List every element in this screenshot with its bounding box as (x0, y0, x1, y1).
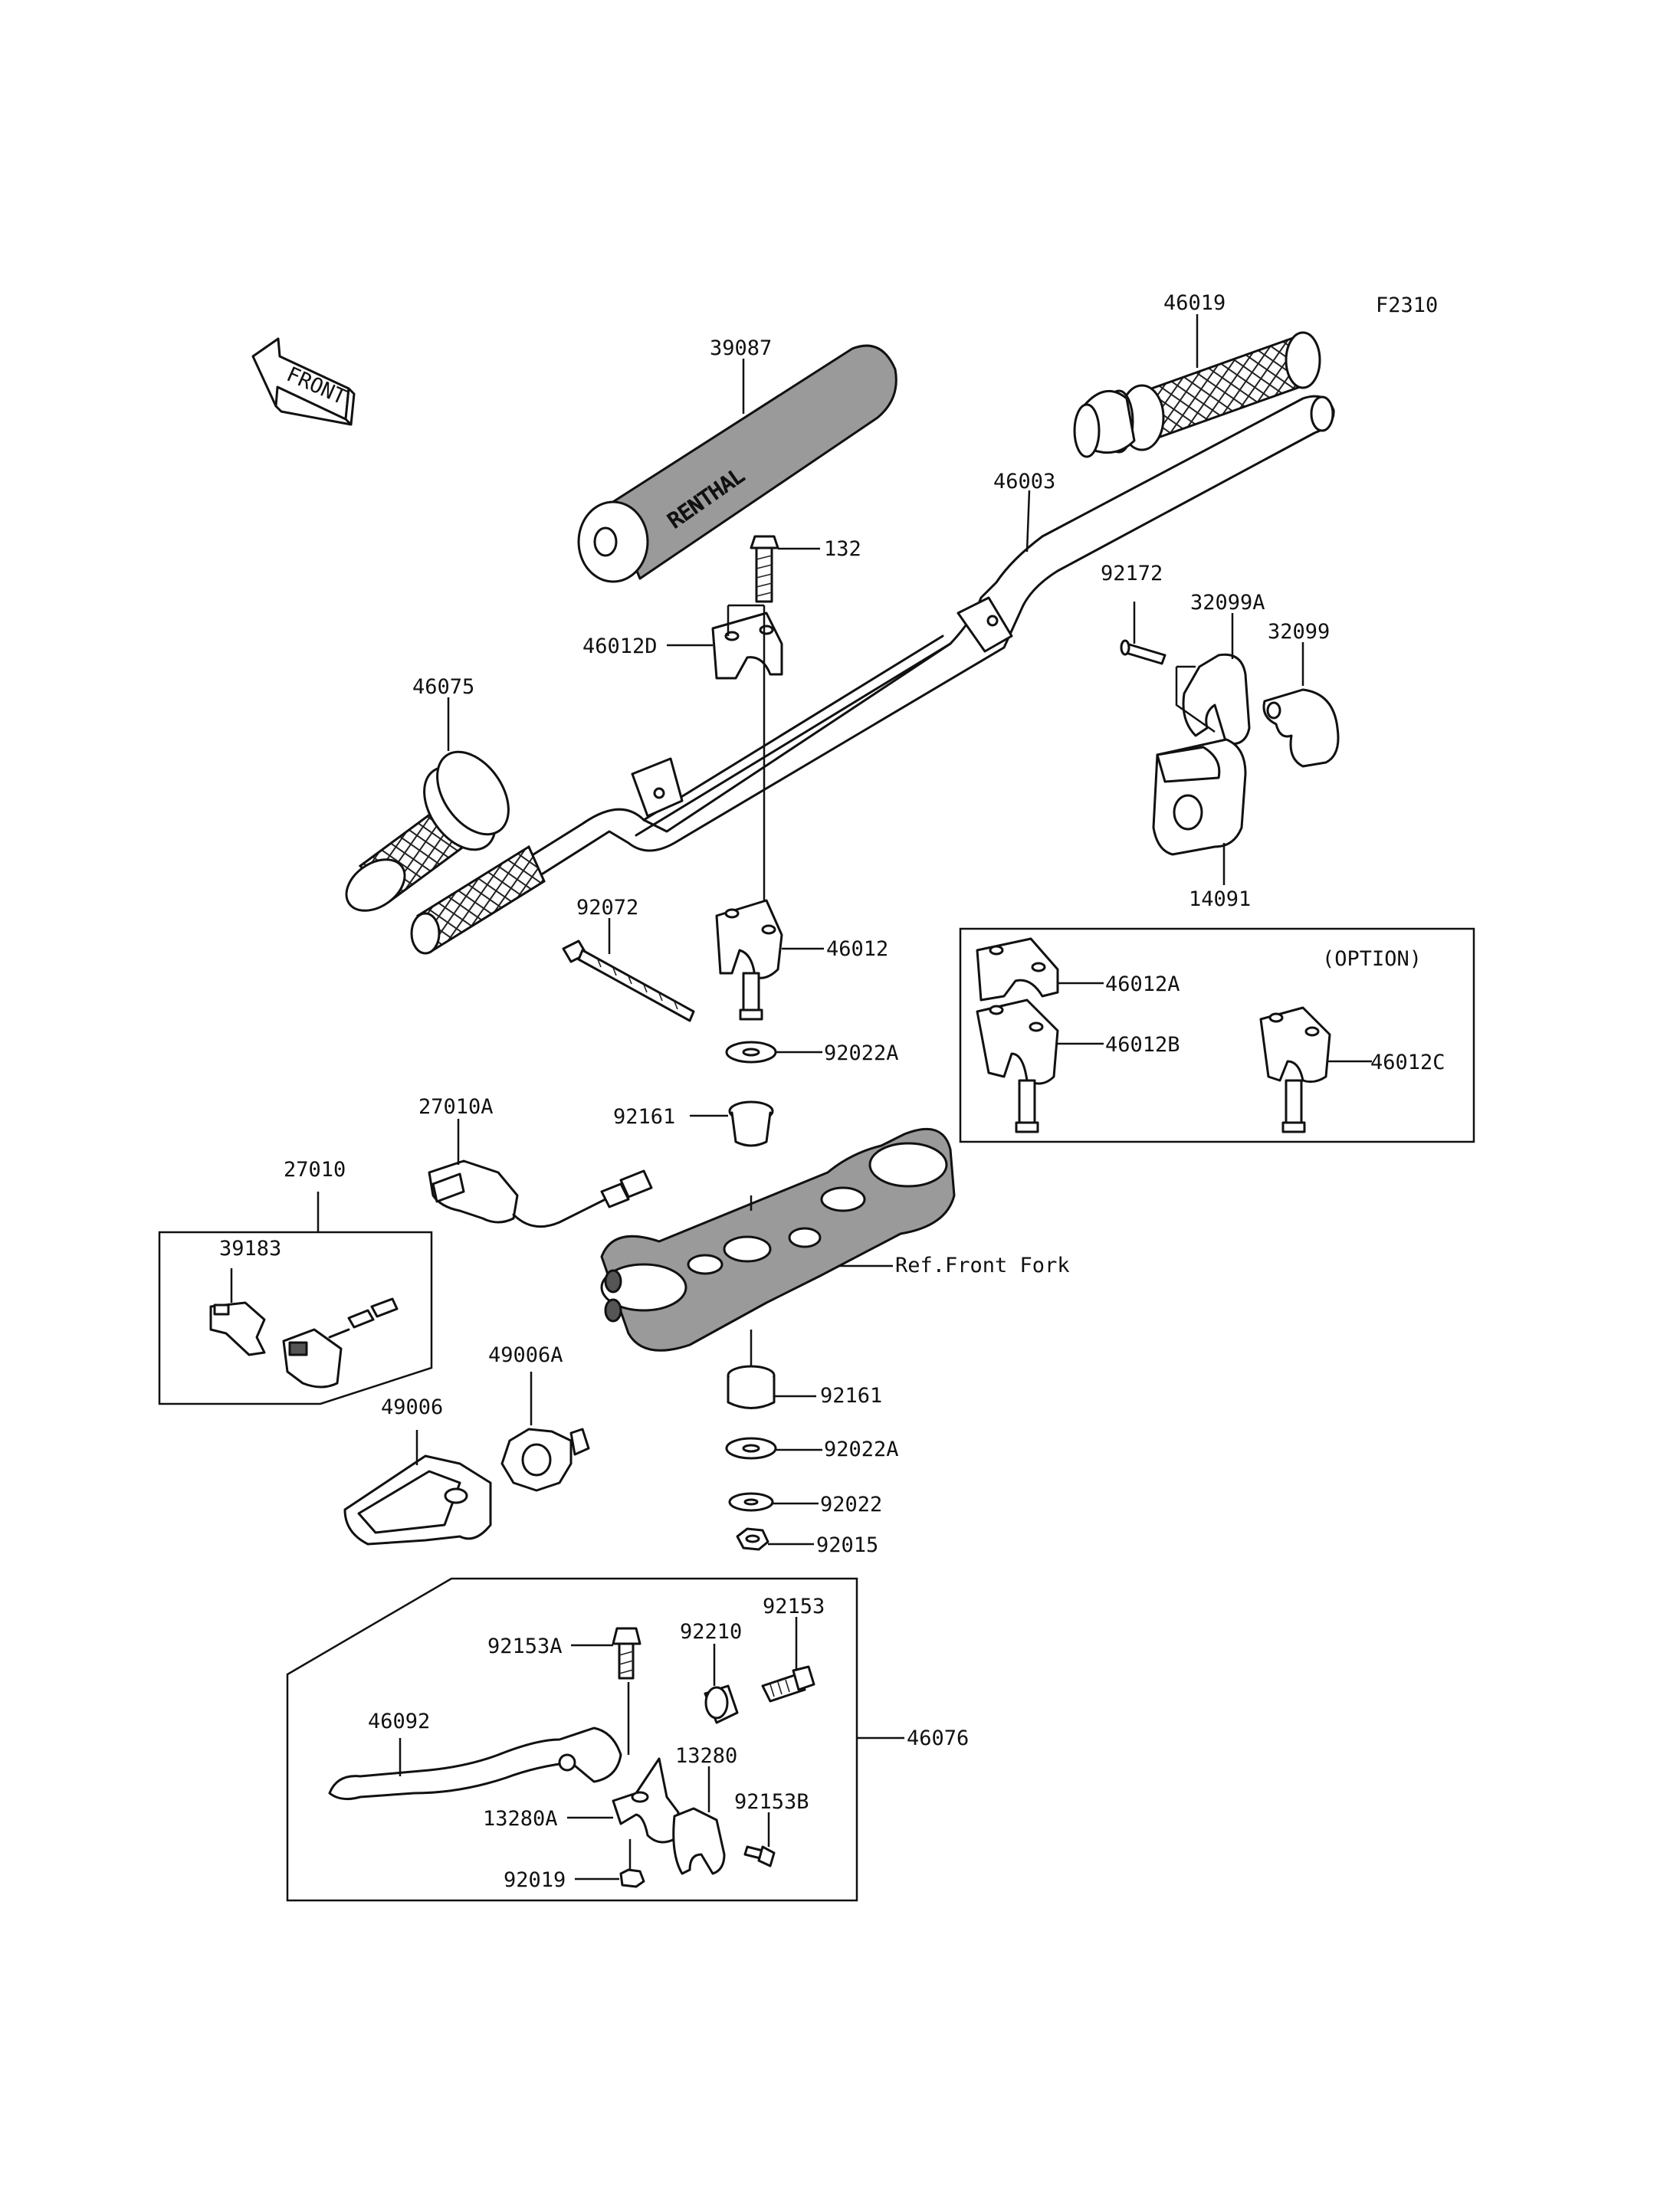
left-grip-46075 (345, 750, 510, 912)
kit-box-46076 (286, 1577, 858, 1902)
label-46076: 46076 (907, 1726, 969, 1750)
kit-box-27010 (158, 1231, 433, 1405)
label-92019: 92019 (504, 1868, 566, 1892)
handlebar-holder-46012 (715, 899, 783, 1021)
label-27010: 27010 (284, 1158, 346, 1182)
label-13280: 13280 (675, 1744, 737, 1768)
label-92022a-top: 92022A (824, 1041, 899, 1065)
option-holder-46012a (976, 937, 1059, 1002)
label-13280a: 13280A (483, 1807, 558, 1831)
label-92161-bottom: 92161 (820, 1384, 882, 1408)
label-27010a: 27010A (418, 1095, 494, 1119)
label-46012c: 46012C (1370, 1051, 1445, 1074)
label-46003: 46003 (993, 470, 1055, 494)
switch-cover-14091 (1152, 738, 1247, 856)
holder-49006 (343, 1454, 492, 1546)
label-49006: 49006 (381, 1395, 443, 1419)
rubber-92161-top (728, 1100, 774, 1147)
washer-92022a-bottom (725, 1437, 777, 1460)
label-92015: 92015 (816, 1533, 878, 1557)
ref-front-fork-label: Ref.Front Fork (895, 1254, 1070, 1277)
cable-tie-92072 (562, 939, 695, 1022)
bushing-92210 (704, 1684, 739, 1724)
label-92153: 92153 (763, 1595, 825, 1618)
triple-clamp (600, 1127, 956, 1352)
label-92161-top: 92161 (613, 1105, 675, 1129)
label-46012a: 46012A (1105, 972, 1180, 996)
washer-92022a-top (725, 1041, 777, 1064)
label-46075: 46075 (412, 675, 474, 699)
throttle-grip (1073, 331, 1321, 458)
switch-27010a (428, 1159, 653, 1228)
label-32099a: 32099A (1190, 591, 1265, 615)
label-46012d: 46012D (582, 635, 658, 658)
label-92022: 92022 (820, 1493, 882, 1517)
label-39087: 39087 (710, 336, 772, 360)
clip-39183 (209, 1301, 266, 1356)
label-132: 132 (824, 537, 861, 561)
perch-13280a (612, 1757, 680, 1844)
label-46019: 46019 (1163, 291, 1226, 315)
option-box (959, 927, 1475, 1143)
bolt-92153a (612, 1627, 641, 1680)
screw-92172 (1120, 639, 1166, 665)
nut-92015 (736, 1527, 769, 1551)
bolt-92153b (743, 1845, 776, 1867)
rubber-92161-bottom (727, 1365, 776, 1409)
adjuster-49006a (500, 1428, 590, 1492)
label-14091: 14091 (1189, 887, 1251, 911)
clamp-13280 (672, 1807, 726, 1875)
front-arrow-icon: FRONT (251, 337, 356, 426)
handlebar (410, 395, 1335, 955)
bolt-132 (750, 535, 779, 603)
label-92153b: 92153B (734, 1790, 809, 1814)
lever-46092 (328, 1726, 622, 1801)
label-46012: 46012 (826, 937, 888, 961)
label-46092: 46092 (368, 1710, 430, 1733)
label-92210: 92210 (680, 1620, 742, 1644)
option-holder-46012c (1259, 1006, 1331, 1133)
label-92022a-bottom: 92022A (824, 1438, 899, 1461)
label-92172: 92172 (1101, 562, 1163, 585)
kit-switch (282, 1297, 399, 1389)
label-39183: 39183 (219, 1237, 281, 1261)
washer-92022 (728, 1492, 774, 1512)
clamp-32099a (1182, 653, 1251, 746)
clamp-32099 (1262, 688, 1340, 768)
option-holder-46012b (976, 998, 1059, 1133)
label-32099: 32099 (1268, 620, 1330, 644)
label-46012b: 46012B (1105, 1033, 1180, 1057)
label-49006a: 49006A (488, 1343, 563, 1367)
option-label: (OPTION) (1322, 947, 1422, 971)
label-92153a: 92153A (487, 1635, 563, 1658)
nut-92019 (619, 1868, 645, 1888)
bolt-92153 (761, 1665, 815, 1703)
clamp-cap-46012d (711, 612, 783, 680)
label-92072: 92072 (576, 896, 638, 920)
diagram-code: F2310 (1376, 293, 1438, 317)
